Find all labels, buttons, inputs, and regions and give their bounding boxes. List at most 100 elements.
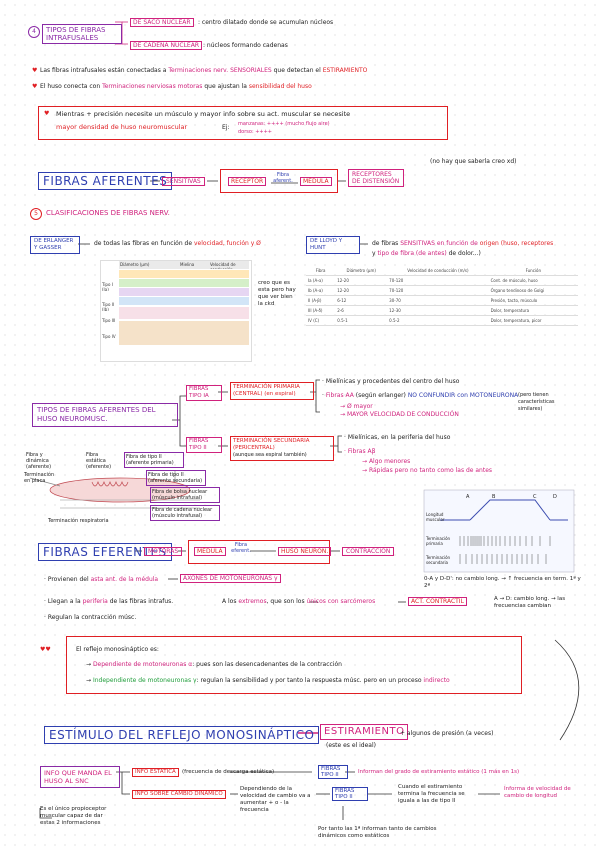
estimulo-title: ESTÍMULO DEL REFLEJO MONOSINÁPTICO xyxy=(44,726,320,744)
th-funcion: Función xyxy=(488,266,578,276)
graph-row3: Terminación secundaria xyxy=(426,555,451,565)
cadena-nuclear-desc: : núcleos formando cadenas xyxy=(203,42,288,49)
fibra-eferent-label: Fibra eferent. xyxy=(231,542,251,554)
por-tanto-note: Por tanto las 1ª informan tanto de cambi… xyxy=(318,826,437,839)
lloyd-hunt-table: Fibra Diámetro (µm) Velocidad de conducc… xyxy=(306,266,578,326)
lloyd-box: DE LLOYD Y HUNT xyxy=(306,236,360,254)
receptor-outer-box xyxy=(220,169,338,193)
estimulo-sub: (este es el ideal) xyxy=(326,742,376,749)
afferent-types-title: TIPOS DE FIBRAS AFERENTES DEL HUSO NEURO… xyxy=(32,403,178,427)
graph-row2: Terminación primaria xyxy=(426,536,451,546)
ii-detail-4: → Rápidas pero no tanto como las de ante… xyxy=(362,467,493,474)
term-1a-box: TERMINACIÓN PRIMARIA (CENTRAL) (en espir… xyxy=(230,382,314,400)
reflejo-line-2: → Dependiente de motoneuronas α: pues so… xyxy=(86,661,342,668)
term-2-box: TERMINACIÓN SECUNDARIA (PERICENTRAL)(aun… xyxy=(230,436,334,461)
graph-note-1: 0-A y D-D': no cambio long. → ↑ frecuenc… xyxy=(424,576,581,589)
saco-nuclear-label: DE SACO NUCLEAR xyxy=(130,18,194,27)
diagram-fibra-tipo1: Fibra de tipo II (aferente secundaria) xyxy=(146,470,206,486)
ia-detail-1: · Mielínicas y procedentes del centro de… xyxy=(322,378,460,385)
spindle-illustration xyxy=(29,470,200,509)
eferentes-bullet-2: · Llegan a la periferia de las fibras in… xyxy=(44,598,174,605)
erlanger-desc: de todas las fibras en función de veloci… xyxy=(94,240,261,247)
eferentes-bullet-3: · Regulan la contracción músc. xyxy=(44,614,137,621)
graph-label-c: C xyxy=(533,494,537,500)
tipos-fibras-title: TIPOS DE FIBRAS INTRAFUSALES xyxy=(42,24,122,44)
info-dinamica-box: INFO SOBRE CAMBIO DINÁMICO xyxy=(132,790,226,799)
medula-box: MÉDULA xyxy=(300,177,332,186)
diagram-term-placa: Terminación en placa xyxy=(24,472,55,484)
ia-detail-3: → Ø mayor xyxy=(340,403,373,410)
heart-icon: ♥ xyxy=(32,83,38,90)
sensitivas-box: SENSITIVAS xyxy=(162,177,205,186)
cadena-nuclear-label: DE CADENA NUCLEAR xyxy=(130,41,202,50)
dinamica-desc: Dependiendo de la velocidad de cambio va… xyxy=(240,786,311,813)
ii-detail-2: · Fibras Aβ xyxy=(344,448,376,455)
graph-note-2: A → D: cambio long. → las frecuencias ca… xyxy=(494,596,566,609)
unico-note: Es el único propioceptor muscular capaz … xyxy=(40,806,107,826)
saco-nuclear-desc: : centro dilatado donde se acumulan núcl… xyxy=(198,19,334,26)
reflejo-box xyxy=(66,636,522,694)
heart-icon: ♥♥ xyxy=(40,646,51,653)
diagram-cadena: Fibra de cadena nuclear (músculo intrafu… xyxy=(150,505,220,521)
th-fibra: Fibra xyxy=(306,266,336,276)
act-contractil-box: ACT. CONTRÁCTIL xyxy=(408,597,467,606)
aferentes-note: (no hay que saberla creo xd) xyxy=(430,158,517,165)
fibras-ii-2-box: FIBRAS TIPO II xyxy=(332,787,368,801)
intro-line-1: Las fibras intrafusales están conectadas… xyxy=(40,67,368,74)
ia-detail-4: → MAYOR VELOCIDAD DE CONDUCCIÓN xyxy=(340,411,459,418)
estatica-desc: (frecuencia de descarga estática) xyxy=(182,769,275,775)
precision-line-1: Mientras + precisión necesite un músculo… xyxy=(56,110,351,118)
receptores-distension-box: RECEPTORES DE DISTENSIÓN xyxy=(348,169,404,187)
dinamica-mid: Cuando el estiramiento termina la frecue… xyxy=(398,784,465,804)
ii-detail-3: → Algo menores xyxy=(362,458,411,465)
eferent-medula-box: MÉDULA xyxy=(194,547,226,556)
axones-box: AXONES DE MOTONEURONAS γ xyxy=(180,574,281,583)
clasificaciones-title: CLASIFICACIONES DE FIBRAS NERV. xyxy=(46,209,170,217)
eferentes-bullet-2b: A los extremos, que son los únicos con s… xyxy=(222,598,376,605)
graph-row1: Longitud muscular xyxy=(426,512,445,522)
th-velocidad: Velocidad de conducción (m/s) xyxy=(387,266,489,276)
eferentes-bullet-1: · Provienen del asta ant. de la médula xyxy=(44,576,159,583)
info-estatica-box: INFO ESTÁTICA xyxy=(132,768,179,777)
eferent-outer-box xyxy=(188,540,330,564)
precision-ex1: manzanas: ++++ (mucho flujo aire) xyxy=(238,121,330,127)
section-number-5: 5 xyxy=(30,208,42,220)
info-huso-box: INFO QUE MANDA EL HUSO AL SNC xyxy=(40,766,120,788)
heart-icon: ♥ xyxy=(32,67,38,74)
dinamica-res: Informa de velocidad de cambio de longit… xyxy=(504,786,571,799)
precision-box xyxy=(38,106,448,140)
fibras-1a-box: FIBRAS TIPO IA xyxy=(186,385,222,401)
intro-line-2: El huso conecta con Terminaciones nervio… xyxy=(40,83,312,90)
erlanger-gasser-table: Diámetro (µm) Mielina Velocidad de condu… xyxy=(100,260,252,362)
diagram-fibra-estatica: Fibra estática (eferente) xyxy=(86,452,112,470)
th-diametro: Diámetro (µm) xyxy=(335,266,388,276)
precision-example: Ej: xyxy=(222,124,230,131)
diagram-fibra-tipo2: Fibra de tipo II (aferente primaria) xyxy=(124,452,184,468)
graph-label-a: A xyxy=(466,494,470,500)
precision-ex2: dorso: ++++ xyxy=(238,129,272,135)
estatica-res: Informan del grado de estiramiento estát… xyxy=(358,769,520,775)
lloyd-desc-2: y tipo de fibra (de antes) de dolor...) xyxy=(372,250,481,257)
fibra-aferent-label: Fibra aferent. xyxy=(273,172,293,184)
heart-icon: ♥ xyxy=(44,110,50,117)
motoras-box: MOTORAS xyxy=(144,547,183,556)
huso-box: HUSO NEURON. xyxy=(278,547,332,556)
length-response-graph xyxy=(423,489,575,573)
estiramiento-box: ESTIRAMIENTO xyxy=(320,724,409,740)
receptor-box: RECEPTOR xyxy=(228,177,267,186)
precision-line-2: mayor densidad de huso neuromuscular xyxy=(56,123,188,131)
fibras-eferentes-title: FIBRAS EFERENTES xyxy=(38,543,172,561)
creo-note: creo que es esta pero hay que ver bien l… xyxy=(258,280,296,307)
fibras-ii-1-box: FIBRAS TIPO II xyxy=(318,765,348,779)
fibras-aferentes-title: FIBRAS AFERENTES xyxy=(38,172,173,190)
reflejo-line-1: El reflejo monosináptico es: xyxy=(76,646,159,653)
estimulo-aux: + algunos de presión (a veces) xyxy=(400,730,494,737)
erlanger-box: DE ERLANGER Y GASSER xyxy=(30,236,80,254)
diagram-fibra-dinamica: Fibra y dinámica (aferente) xyxy=(26,452,52,470)
section-number-4: 4 xyxy=(28,26,40,38)
